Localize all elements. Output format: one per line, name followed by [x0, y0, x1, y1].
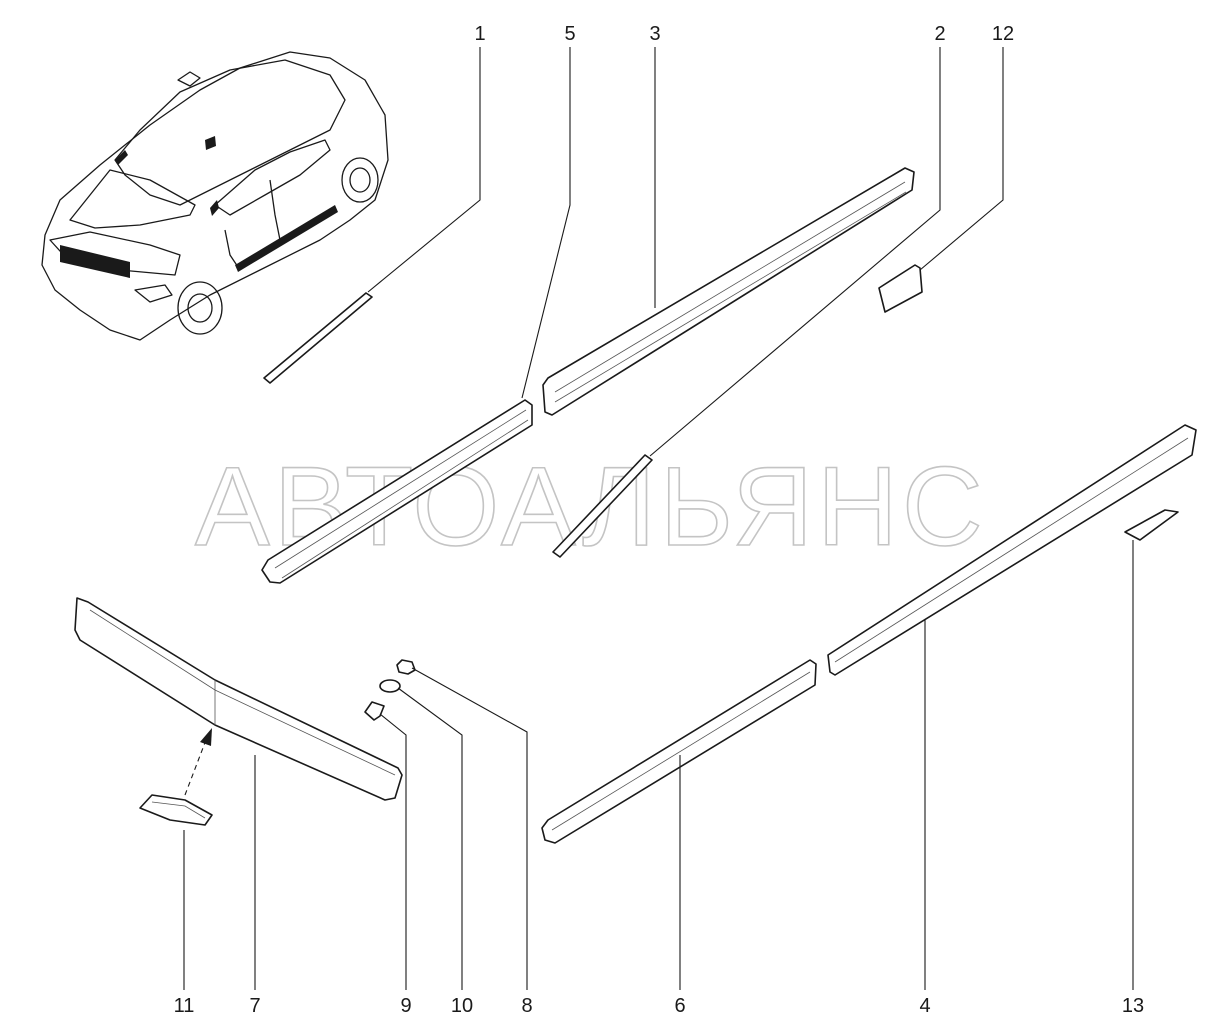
car-front-wheel-hub: [349, 167, 371, 193]
leader-12: [919, 47, 1004, 271]
car-body-outline: [41, 51, 389, 341]
leader-5: [521, 47, 571, 399]
callout-12: 12: [992, 23, 1014, 45]
callout-labels: 1 5 3 2 12 11 7 9 10 8 6 4 13: [174, 23, 1145, 1017]
part-6-moulding: [541, 659, 817, 844]
callout-1: 1: [474, 23, 485, 45]
part-4-moulding: [827, 424, 1197, 676]
callout-13: 13: [1122, 995, 1144, 1017]
callout-5: 5: [564, 23, 575, 45]
callout-4: 4: [919, 995, 930, 1017]
car-mirror: [177, 71, 201, 87]
car-pillar-mark-a: [210, 200, 219, 216]
car-taillight: [134, 284, 173, 303]
car-rear-window: [69, 169, 196, 229]
car-rear-wheel: [177, 281, 223, 335]
car-front-wheel: [341, 157, 379, 203]
callout-10: 10: [451, 995, 473, 1017]
callout-11: 11: [174, 995, 195, 1017]
part-3-moulding: [542, 167, 915, 416]
car-overview: [41, 51, 389, 341]
leader-8: [411, 667, 528, 990]
callout-7: 7: [249, 995, 260, 1017]
car-pillar-mark-b: [115, 150, 128, 165]
callout-3: 3: [649, 23, 660, 45]
part-1-strip: [263, 292, 373, 384]
part-5-moulding: [261, 399, 533, 584]
leader-10: [397, 687, 463, 990]
car-rear-wheel-hub: [187, 293, 213, 323]
part-10-fastener: [379, 679, 401, 693]
part-7-garnish: [74, 597, 403, 801]
part-9-fastener: [364, 701, 385, 721]
part-12-pad: [878, 264, 923, 313]
leader-1: [367, 47, 481, 293]
part-8-fastener: [396, 659, 416, 675]
car-window-mark: [205, 136, 216, 150]
part-11-clip: [139, 728, 213, 826]
leader-lines: [183, 47, 1134, 990]
part-13-pad: [1124, 509, 1179, 541]
leader-9: [379, 713, 407, 990]
callout-8: 8: [521, 995, 532, 1017]
car-sill-mark: [235, 205, 338, 272]
car-rear-garnish-mark: [60, 245, 130, 278]
leader-2: [649, 47, 941, 457]
callout-9: 9: [400, 995, 411, 1017]
callout-2: 2: [934, 23, 945, 45]
car-side-window: [214, 139, 331, 216]
callout-6: 6: [674, 995, 685, 1017]
part-2-strip: [552, 454, 653, 558]
car-roof-line: [114, 59, 346, 206]
